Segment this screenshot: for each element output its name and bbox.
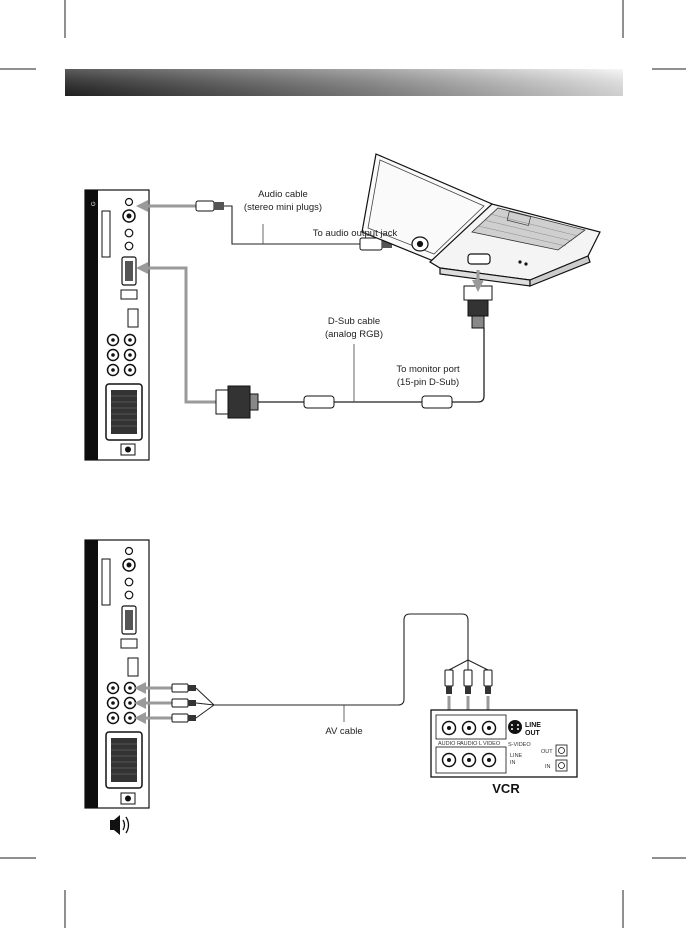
vcr-line-out-1: LINE [525, 722, 541, 729]
vcr-audio-r: AUDIO R [438, 741, 461, 747]
dsub-cable-label-2: (analog RGB) [325, 329, 383, 340]
header-bar [65, 69, 623, 96]
vcr-line-out-2: OUT [525, 730, 541, 737]
monitor-port-label-1: To monitor port [396, 364, 460, 375]
tv-panel-top: ⏻ [84, 189, 150, 461]
audio-output-jack-label: To audio output jack [313, 228, 398, 239]
speaker-icon [110, 815, 130, 835]
vcr-svideo: S-VIDEO [508, 742, 531, 748]
vcr-line-in-2: IN [510, 760, 516, 766]
vcr-label: VCR [492, 781, 520, 796]
vcr-audio-l: AUDIO L [460, 741, 482, 747]
dsub-cable-label-1: D-Sub cable [328, 316, 380, 327]
tv-panel-bottom [84, 539, 150, 809]
laptop [361, 153, 601, 287]
audio-cable-label-2: (stereo mini plugs) [244, 202, 322, 213]
svg-text:⏻: ⏻ [91, 201, 96, 208]
vcr-out: OUT [541, 749, 553, 755]
audio-cable [195, 200, 408, 251]
arrows-bottom [134, 682, 172, 724]
vcr-video: VIDEO [483, 741, 501, 747]
dsub-cable [215, 270, 493, 419]
vcr-in: IN [545, 764, 551, 770]
av-cable [171, 613, 493, 723]
vcr-panel [430, 709, 578, 778]
vcr-line-in-1: LINE [510, 753, 523, 759]
monitor-port-label-2: (15-pin D-Sub) [397, 377, 459, 388]
av-cable-label: AV cable [325, 726, 362, 737]
audio-cable-label-1: Audio cable [258, 189, 308, 200]
arrows-top [136, 200, 216, 404]
